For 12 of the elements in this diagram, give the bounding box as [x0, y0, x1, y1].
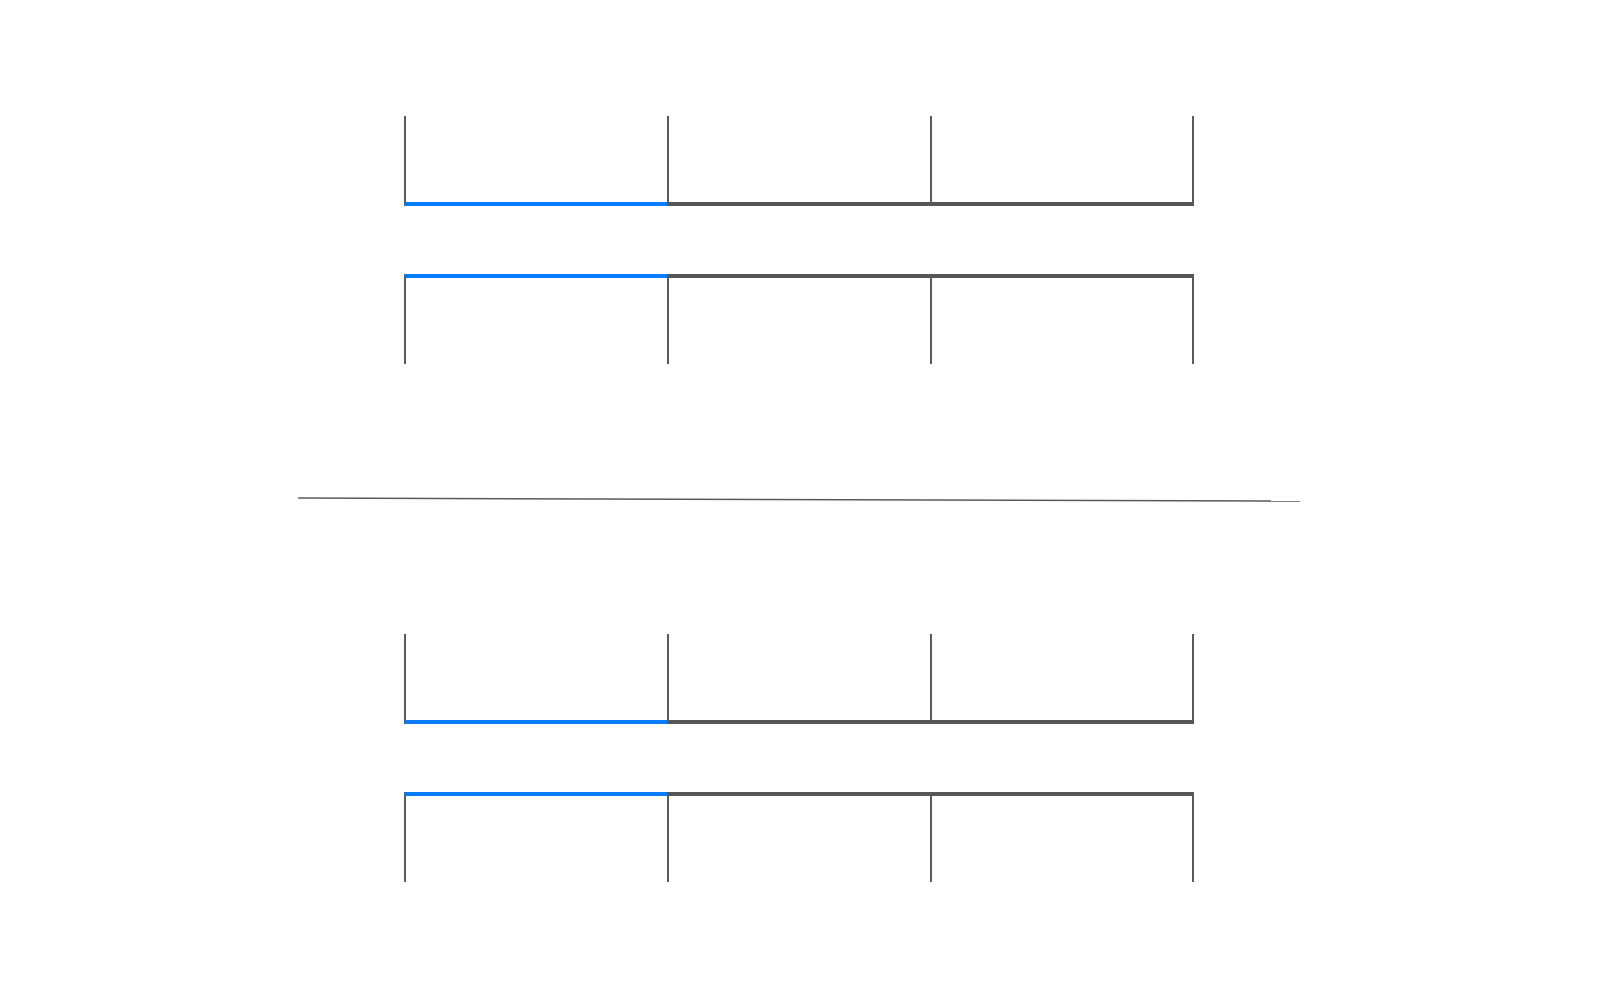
progress-segment: [930, 792, 1194, 882]
progress-segment: [404, 274, 668, 364]
progress-segment: [667, 274, 931, 364]
progress-segment: [930, 274, 1194, 364]
progress-segment: [667, 116, 931, 206]
progress-segment: [667, 792, 931, 882]
progress-segment: [404, 634, 668, 724]
progress-segment: [667, 634, 931, 724]
progress-segment: [404, 116, 668, 206]
progress-segment: [930, 634, 1194, 724]
progress-segment: [404, 792, 668, 882]
progress-segment: [930, 116, 1194, 206]
